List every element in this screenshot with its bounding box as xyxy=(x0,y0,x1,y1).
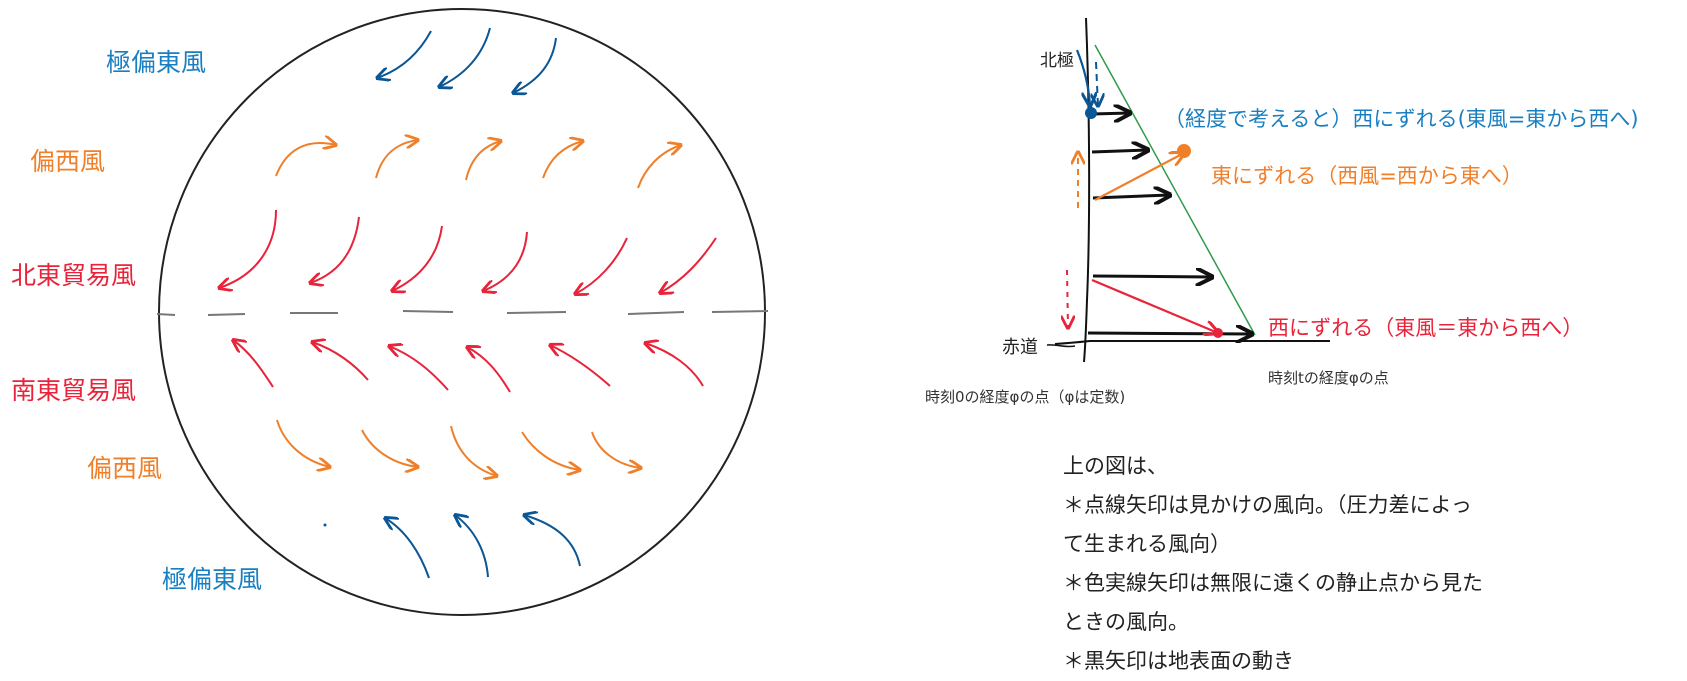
note-line-5: ときの風向。 xyxy=(1063,610,1189,634)
north-polar-easterly-arrows xyxy=(377,27,557,93)
label-north-polar-easterlies: 極偏東風 xyxy=(106,48,207,77)
note-line-4: ＊色実線矢印は無限に遠くの静止点から見た xyxy=(1063,571,1483,595)
ink-dot xyxy=(323,523,327,527)
trade-arrow xyxy=(312,342,369,381)
note-line-2: ＊点線矢印は見かけの風向。（圧力差によっ xyxy=(1063,493,1472,517)
westerly-arrow xyxy=(276,419,330,467)
south-polar-easterly-arrows xyxy=(323,515,581,579)
label-west-shift-top: （経度で考えると）西にずれる(東風=東から西へ) xyxy=(1164,107,1639,131)
actual-arrow-trade xyxy=(1091,278,1218,333)
ground-arrow xyxy=(1087,333,1252,334)
westerly-arrow xyxy=(275,143,336,177)
westerly-arrow xyxy=(591,431,641,468)
trade-arrow xyxy=(219,209,277,288)
westerly-point xyxy=(1177,144,1191,158)
westerly-arrow xyxy=(450,425,497,476)
trade-arrow xyxy=(645,343,704,387)
trade-arrow xyxy=(550,345,611,387)
label-east-shift: 東にずれる（西風=西から東へ） xyxy=(1211,164,1523,188)
ground-motion-arrows xyxy=(1087,113,1252,334)
polar-arrow xyxy=(377,30,432,78)
ground-arrow xyxy=(1091,113,1130,114)
polar-arrow xyxy=(385,518,430,579)
westerly-arrow xyxy=(521,431,580,470)
south-westerly-arrows xyxy=(276,419,641,476)
actual-arrow-polar xyxy=(1075,49,1090,106)
trade-arrow xyxy=(483,231,528,291)
ne-trade-arrows xyxy=(219,209,717,294)
label-se-trades: 南東貿易風 xyxy=(11,376,137,405)
label-south-westerlies: 偏西風 xyxy=(87,454,163,483)
trade-arrow xyxy=(392,225,443,291)
coriolis-diagram xyxy=(1046,17,1330,363)
trade-arrow xyxy=(660,237,717,293)
note-line-3: て生まれる風向） xyxy=(1063,532,1231,556)
polar-arrow xyxy=(455,515,489,578)
equator-pointer xyxy=(1046,344,1076,348)
ground-arrow xyxy=(1092,195,1170,198)
apparent-arrow-polar xyxy=(1096,61,1098,106)
equator-dashed-line xyxy=(156,310,769,316)
trade-arrow xyxy=(233,340,274,388)
label-ne-trades: 北東貿易風 xyxy=(11,261,137,290)
westerly-arrow xyxy=(361,429,418,467)
polar-point xyxy=(1085,107,1097,119)
trade-arrow xyxy=(389,346,449,391)
trade-arrow xyxy=(467,347,511,393)
note-line-1: 上の図は、 xyxy=(1063,454,1168,478)
globe xyxy=(156,8,769,616)
label-west-shift-bottom: 西にずれる（東風＝東から西へ） xyxy=(1268,316,1584,340)
apparent-wind-arrows xyxy=(1067,61,1098,328)
label-north-westerlies: 偏西風 xyxy=(30,147,106,176)
ground-arrow xyxy=(1092,276,1212,277)
north-westerly-arrows xyxy=(275,140,681,189)
polar-arrow xyxy=(439,27,491,87)
ground-arrow xyxy=(1091,150,1148,152)
westerly-arrow xyxy=(465,141,501,181)
label-south-polar-easterlies: 極偏東風 xyxy=(162,565,263,594)
westerly-arrow xyxy=(637,145,681,189)
westerly-arrow xyxy=(542,141,583,179)
polar-arrow xyxy=(524,515,581,567)
label-equator: 赤道 xyxy=(1002,337,1038,358)
actual-arrow-westerly xyxy=(1094,153,1184,201)
meridian-time-t-line xyxy=(1094,44,1256,336)
westerly-arrow xyxy=(375,140,418,179)
equator-line xyxy=(1054,340,1330,345)
label-north-pole: 北極 xyxy=(1040,51,1074,71)
note-line-6: ＊黒矢印は地表面の動き xyxy=(1063,649,1294,673)
se-trade-arrows xyxy=(233,340,704,393)
trade-arrow xyxy=(310,216,360,283)
trade-point xyxy=(1213,328,1223,338)
label-point-time-t: 時刻tの経度φの点 xyxy=(1268,369,1389,387)
label-point-time0: 時刻0の経度φの点（φは定数) xyxy=(925,388,1126,406)
actual-wind-arrows xyxy=(1075,49,1218,333)
polar-arrow xyxy=(513,37,557,93)
trade-arrow xyxy=(575,237,628,294)
apparent-arrow-trade xyxy=(1067,269,1068,328)
